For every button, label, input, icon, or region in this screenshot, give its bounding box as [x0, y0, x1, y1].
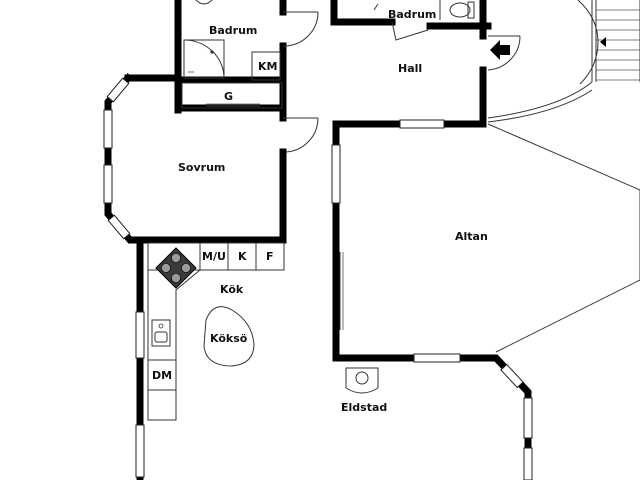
room-label-sovrum: Sovrum [178, 161, 225, 174]
fireplace-icon [345, 367, 379, 394]
room-label-km: KM [258, 60, 277, 73]
room-label-kok: Kök [220, 283, 244, 296]
room-label-f: F [266, 250, 274, 263]
room-label-k: K [238, 250, 247, 263]
room-label-badrum-right: Badrum [388, 8, 436, 21]
room-label-koksö: Köksö [210, 332, 248, 345]
porch-curve [487, 81, 593, 119]
shower-icon [183, 39, 225, 79]
stove-icon [155, 247, 197, 289]
porch-outline [577, 0, 599, 85]
room-label-mu: M/U [202, 250, 226, 263]
sovrum-bay [103, 73, 150, 244]
room-label-altan: Altan [455, 230, 488, 243]
entrance-arrow-icon [490, 40, 510, 60]
kitchen-island [203, 306, 255, 367]
toilet-icon [449, 1, 475, 19]
stairs-icon [591, 0, 640, 82]
room-label-hall: Hall [398, 62, 422, 75]
bathroom-left [174, 0, 319, 122]
room-label-g: G [224, 90, 233, 103]
room-label-dm: DM [152, 369, 172, 382]
room-label-eldstad: Eldstad [341, 401, 387, 414]
sink-icon [151, 319, 171, 347]
kitchen [135, 236, 285, 480]
altan [331, 116, 640, 480]
room-label-badrum-left: Badrum [209, 24, 257, 37]
bathroom-right [330, 0, 521, 124]
